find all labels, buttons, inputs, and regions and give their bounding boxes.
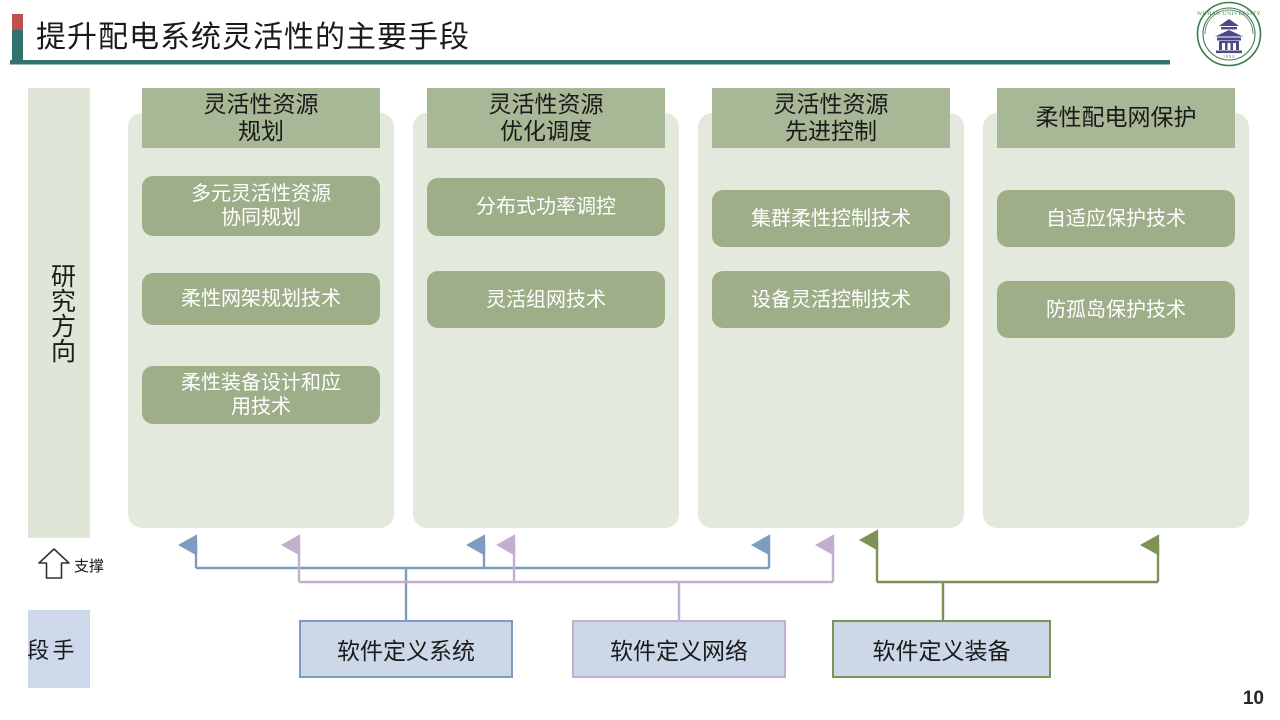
svg-text:WUHAN UNIVERSITY: WUHAN UNIVERSITY — [1197, 11, 1261, 17]
column-4-item-2[interactable]: 防孤岛保护技术 — [997, 281, 1235, 338]
title-accent-red-square — [12, 14, 23, 30]
column-3-header: 灵活性资源 先进控制 — [712, 88, 950, 148]
rail-means-label: 手段 — [24, 638, 75, 660]
column-flexible-resource-advanced-control: 灵活性资源 先进控制 集群柔性控制技术 设备灵活控制技术 — [698, 88, 964, 528]
rail-research-label: 研究方向 — [47, 263, 75, 363]
column-flexible-resource-dispatch: 灵活性资源 优化调度 分布式功率调控 灵活组网技术 — [413, 88, 679, 528]
column-1-item-2[interactable]: 柔性网架规划技术 — [142, 273, 380, 325]
wire-group-software-defined-system — [178, 534, 771, 620]
column-2-header-line2: 优化调度 — [500, 119, 592, 144]
column-3-item-2[interactable]: 设备灵活控制技术 — [712, 271, 950, 328]
support-label: 支撑 — [74, 559, 105, 575]
title-divider-thin — [10, 64, 1170, 65]
column-2-item-1[interactable]: 分布式功率调控 — [427, 178, 665, 236]
column-flexible-resource-planning: 灵活性资源 规划 多元灵活性资源 协同规划 柔性网架规划技术 柔性装备设计和应 … — [128, 88, 394, 528]
page-title: 提升配电系统灵活性的主要手段 — [36, 21, 470, 54]
wire-group-software-defined-equipment — [859, 529, 1160, 620]
support-arrow-group: 支撑 — [36, 545, 136, 585]
column-1-item-3[interactable]: 柔性装备设计和应 用技术 — [142, 366, 380, 424]
rail-research-direction: 研究方向 — [28, 88, 90, 538]
page-number: 10 — [1242, 688, 1264, 709]
column-3-header-line2: 先进控制 — [785, 119, 877, 144]
column-flexible-distribution-protection: 柔性配电网保护 自适应保护技术 防孤岛保护技术 — [983, 88, 1249, 528]
wire-group-software-defined-network — [281, 534, 835, 620]
column-2-header-line1: 灵活性资源 — [488, 91, 604, 117]
bottom-box-software-defined-equipment[interactable]: 软件定义装备 — [832, 620, 1051, 678]
column-1-header: 灵活性资源 规划 — [142, 88, 380, 148]
title-divider — [10, 60, 1170, 64]
up-arrow-icon — [38, 548, 70, 579]
bottom-box-software-defined-system[interactable]: 软件定义系统 — [299, 620, 513, 678]
wuhan-university-logo-icon: WUHAN UNIVERSITY 1893 — [1196, 1, 1262, 67]
column-1-header-line2: 规划 — [238, 119, 284, 144]
title-accent-teal-bar — [12, 30, 23, 60]
rail-means: 手段 — [24, 610, 90, 688]
column-2-header: 灵活性资源 优化调度 — [427, 88, 665, 148]
column-1-header-line1: 灵活性资源 — [203, 91, 319, 117]
column-1-item-1[interactable]: 多元灵活性资源 协同规划 — [142, 176, 380, 236]
column-2-item-2[interactable]: 灵活组网技术 — [427, 271, 665, 328]
svg-text:1893: 1893 — [1223, 54, 1235, 59]
column-4-item-1[interactable]: 自适应保护技术 — [997, 190, 1235, 247]
column-3-header-line1: 灵活性资源 — [773, 91, 889, 117]
column-4-header-line1: 柔性配电网保护 — [1035, 105, 1197, 131]
bottom-box-software-defined-network[interactable]: 软件定义网络 — [572, 620, 786, 678]
column-4-header: 柔性配电网保护 — [997, 88, 1235, 148]
column-3-item-1[interactable]: 集群柔性控制技术 — [712, 190, 950, 247]
